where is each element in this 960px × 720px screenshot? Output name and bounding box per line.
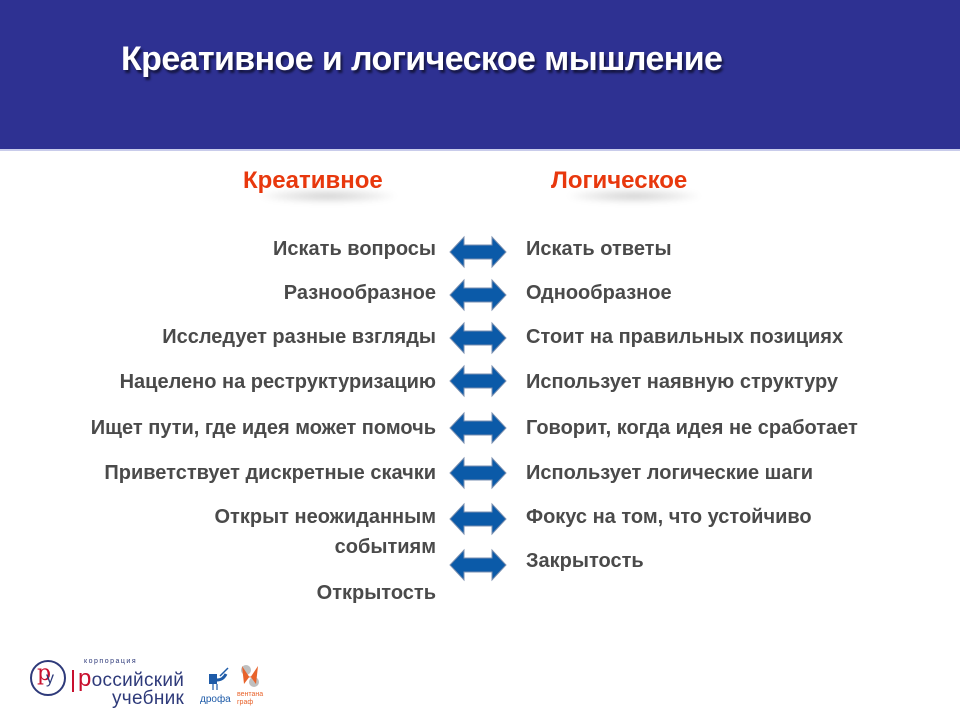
logo-brand-initial: р — [78, 665, 92, 692]
double-headed-arrow-icon — [449, 411, 507, 445]
double-headed-arrow-icon — [449, 502, 507, 536]
logical-item: Фокус на том, что устойчиво — [526, 506, 812, 528]
drofa-bird-icon — [209, 667, 229, 690]
creative-item: Исследует разные взгляды — [162, 326, 436, 348]
creative-item: Открыт неожиданным — [214, 506, 437, 528]
double-headed-arrow-icon — [449, 278, 507, 312]
logo-brand-line1: российский — [78, 665, 184, 693]
logical-item: Искать ответы — [526, 238, 672, 260]
logo-brand-rest: оссийский — [91, 670, 185, 691]
header-band — [0, 0, 960, 151]
header-reflection — [261, 189, 395, 203]
logical-item: Говорит, когда идея не сработает — [526, 417, 858, 439]
logo-sub-brand-2-line2: граф — [237, 699, 254, 706]
creative-item: Нацелено на реструктуризацию — [119, 371, 436, 393]
column-header-creative: Креативное — [243, 167, 395, 203]
creative-item: Ищет пути, где идея может помочь — [90, 417, 436, 439]
logo-sub-brand-2-line1: вентана — [237, 691, 264, 698]
logical-item: Стоит на правильных позициях — [526, 326, 844, 348]
logo-brand-line2: учебник — [112, 688, 185, 709]
logical-item: Закрытость — [526, 550, 644, 572]
creative-item: Искать вопросы — [273, 238, 436, 260]
ventana-graf-icon — [241, 665, 259, 687]
monogram-circle-icon — [30, 660, 66, 696]
logo-divider — [72, 670, 74, 692]
slide-title: Креативное и логическое мышление — [121, 40, 723, 78]
monogram-r: р — [37, 661, 52, 686]
column-header-creative-label: Креативное — [243, 167, 383, 194]
double-headed-arrow-icon — [449, 456, 507, 490]
logo-corp-label: корпорация — [84, 658, 138, 665]
header-reflection — [569, 189, 700, 203]
double-headed-arrow-icon — [449, 321, 507, 355]
double-headed-arrow-icon — [449, 364, 507, 398]
logical-item: Использует логические шаги — [526, 462, 814, 484]
logical-item: Использует наявную структуру — [526, 371, 839, 393]
creative-item: Разнообразное — [283, 282, 436, 304]
creative-item-continued: событиям — [334, 536, 436, 558]
column-header-logical-label: Логическое — [551, 167, 688, 194]
monogram-y: у — [46, 670, 54, 687]
creative-item: Приветствует дискретные скачки — [104, 462, 436, 484]
publisher-logo: р у корпорация российский учебник дрофа … — [28, 656, 268, 712]
creative-item: Открытость — [316, 582, 436, 604]
double-headed-arrow-icon — [449, 235, 507, 269]
logo-sub-brand-1: дрофа — [200, 694, 231, 705]
column-header-logical: Логическое — [551, 167, 700, 203]
double-headed-arrow-icon — [449, 548, 507, 582]
logical-item: Однообразное — [526, 282, 672, 304]
